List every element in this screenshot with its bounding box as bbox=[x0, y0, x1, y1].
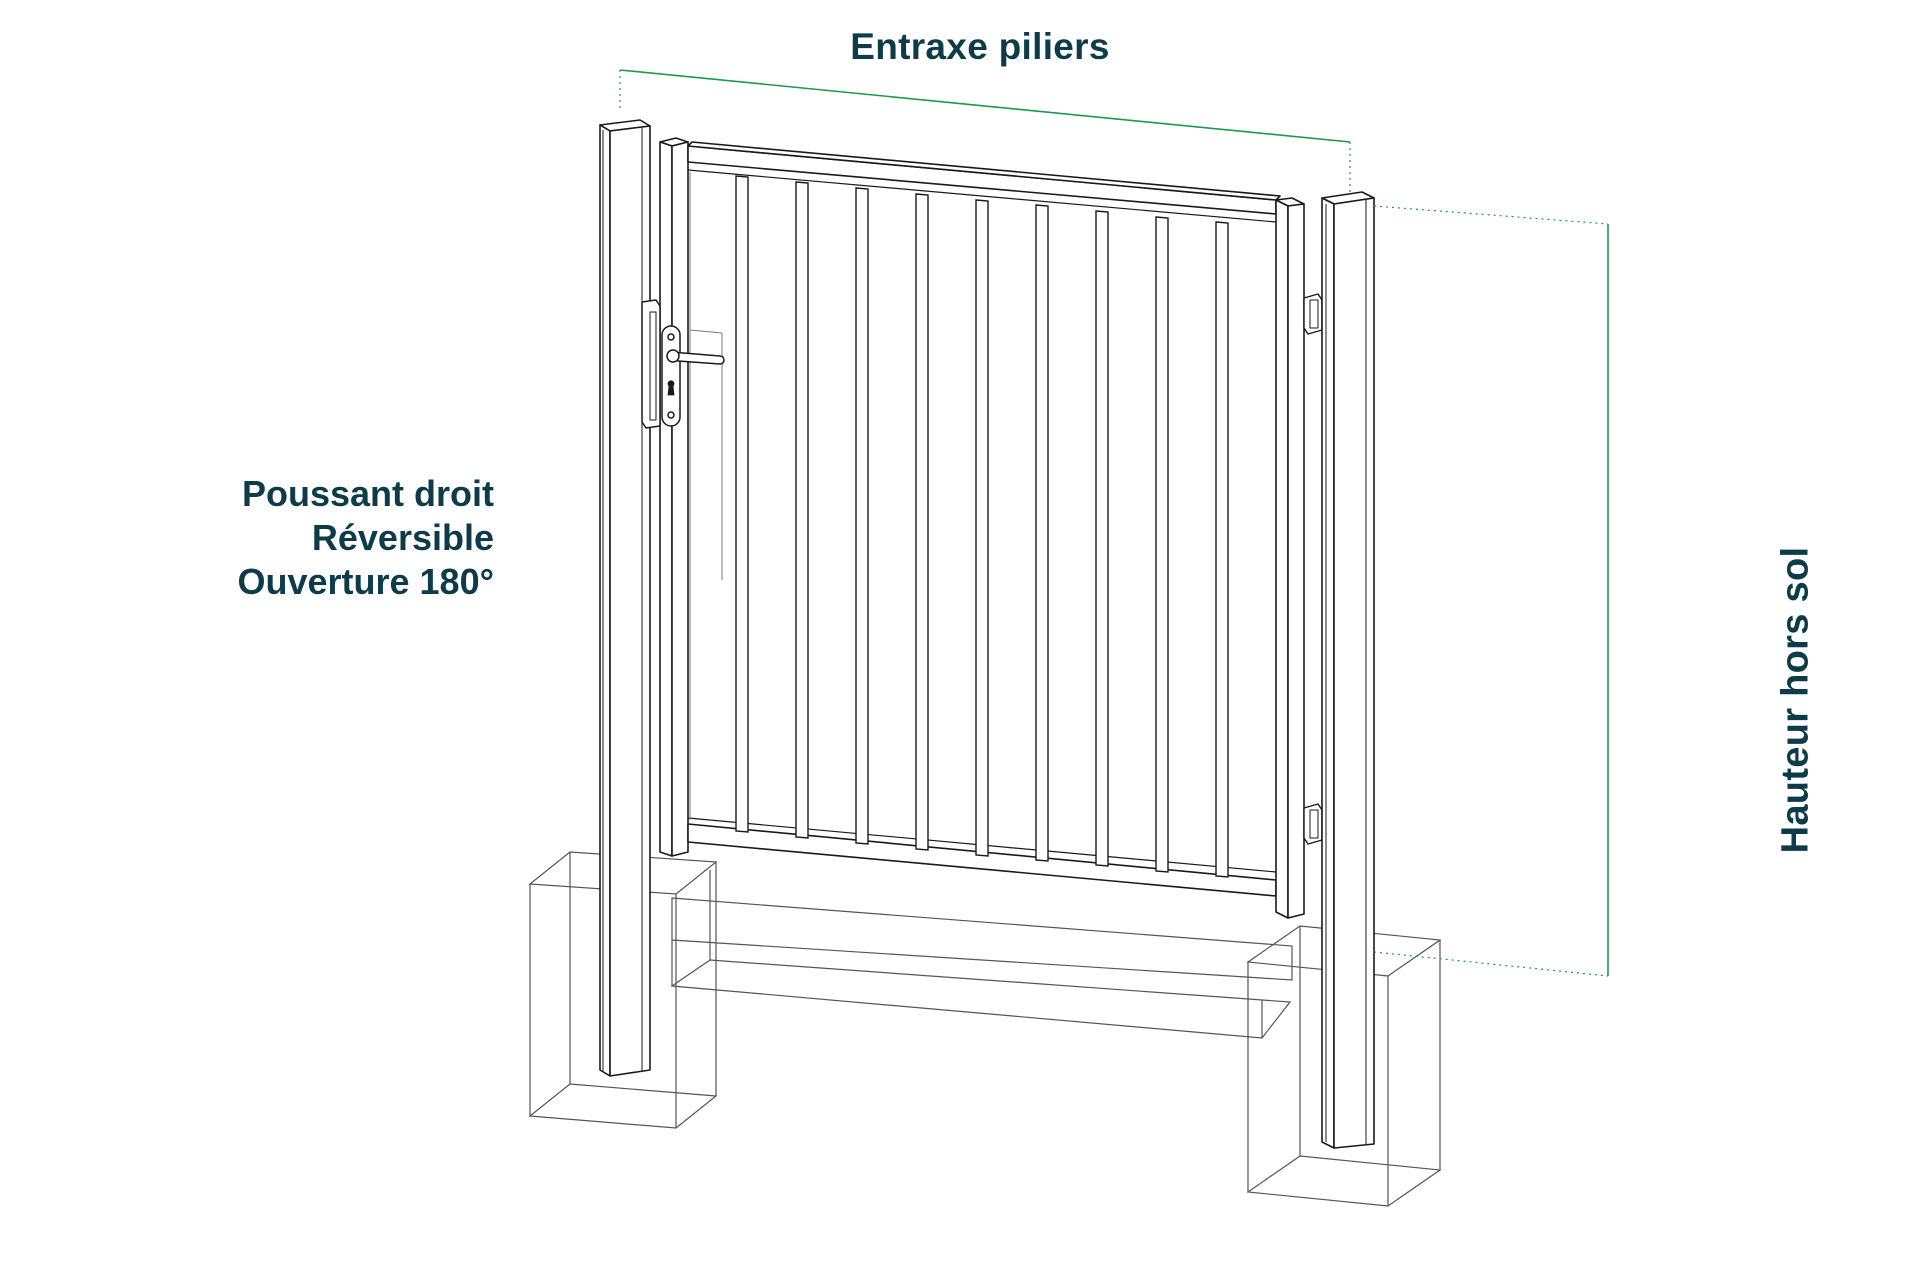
door-handle-icon bbox=[642, 300, 724, 428]
right-footing bbox=[1248, 926, 1440, 1206]
left-post bbox=[600, 120, 650, 1076]
features-label: Poussant droit Réversible Ouverture 180° bbox=[150, 472, 494, 604]
dimension-width bbox=[620, 70, 1350, 196]
gate-panel-edge bbox=[690, 172, 722, 820]
concrete-sill bbox=[672, 870, 1292, 1038]
gate-bars bbox=[736, 176, 1228, 877]
gate-leaf bbox=[660, 138, 1304, 918]
height-label: Hauteur hors sol bbox=[1774, 546, 1817, 854]
feature-line-1: Poussant droit bbox=[241, 473, 494, 514]
feature-line-2: Réversible bbox=[311, 517, 494, 558]
feature-line-3: Ouverture 180° bbox=[237, 561, 494, 602]
right-post bbox=[1322, 192, 1374, 1148]
dimension-height bbox=[1374, 206, 1608, 976]
hinge-icon bbox=[1304, 294, 1322, 844]
width-label: Entraxe piliers bbox=[850, 26, 1110, 67]
